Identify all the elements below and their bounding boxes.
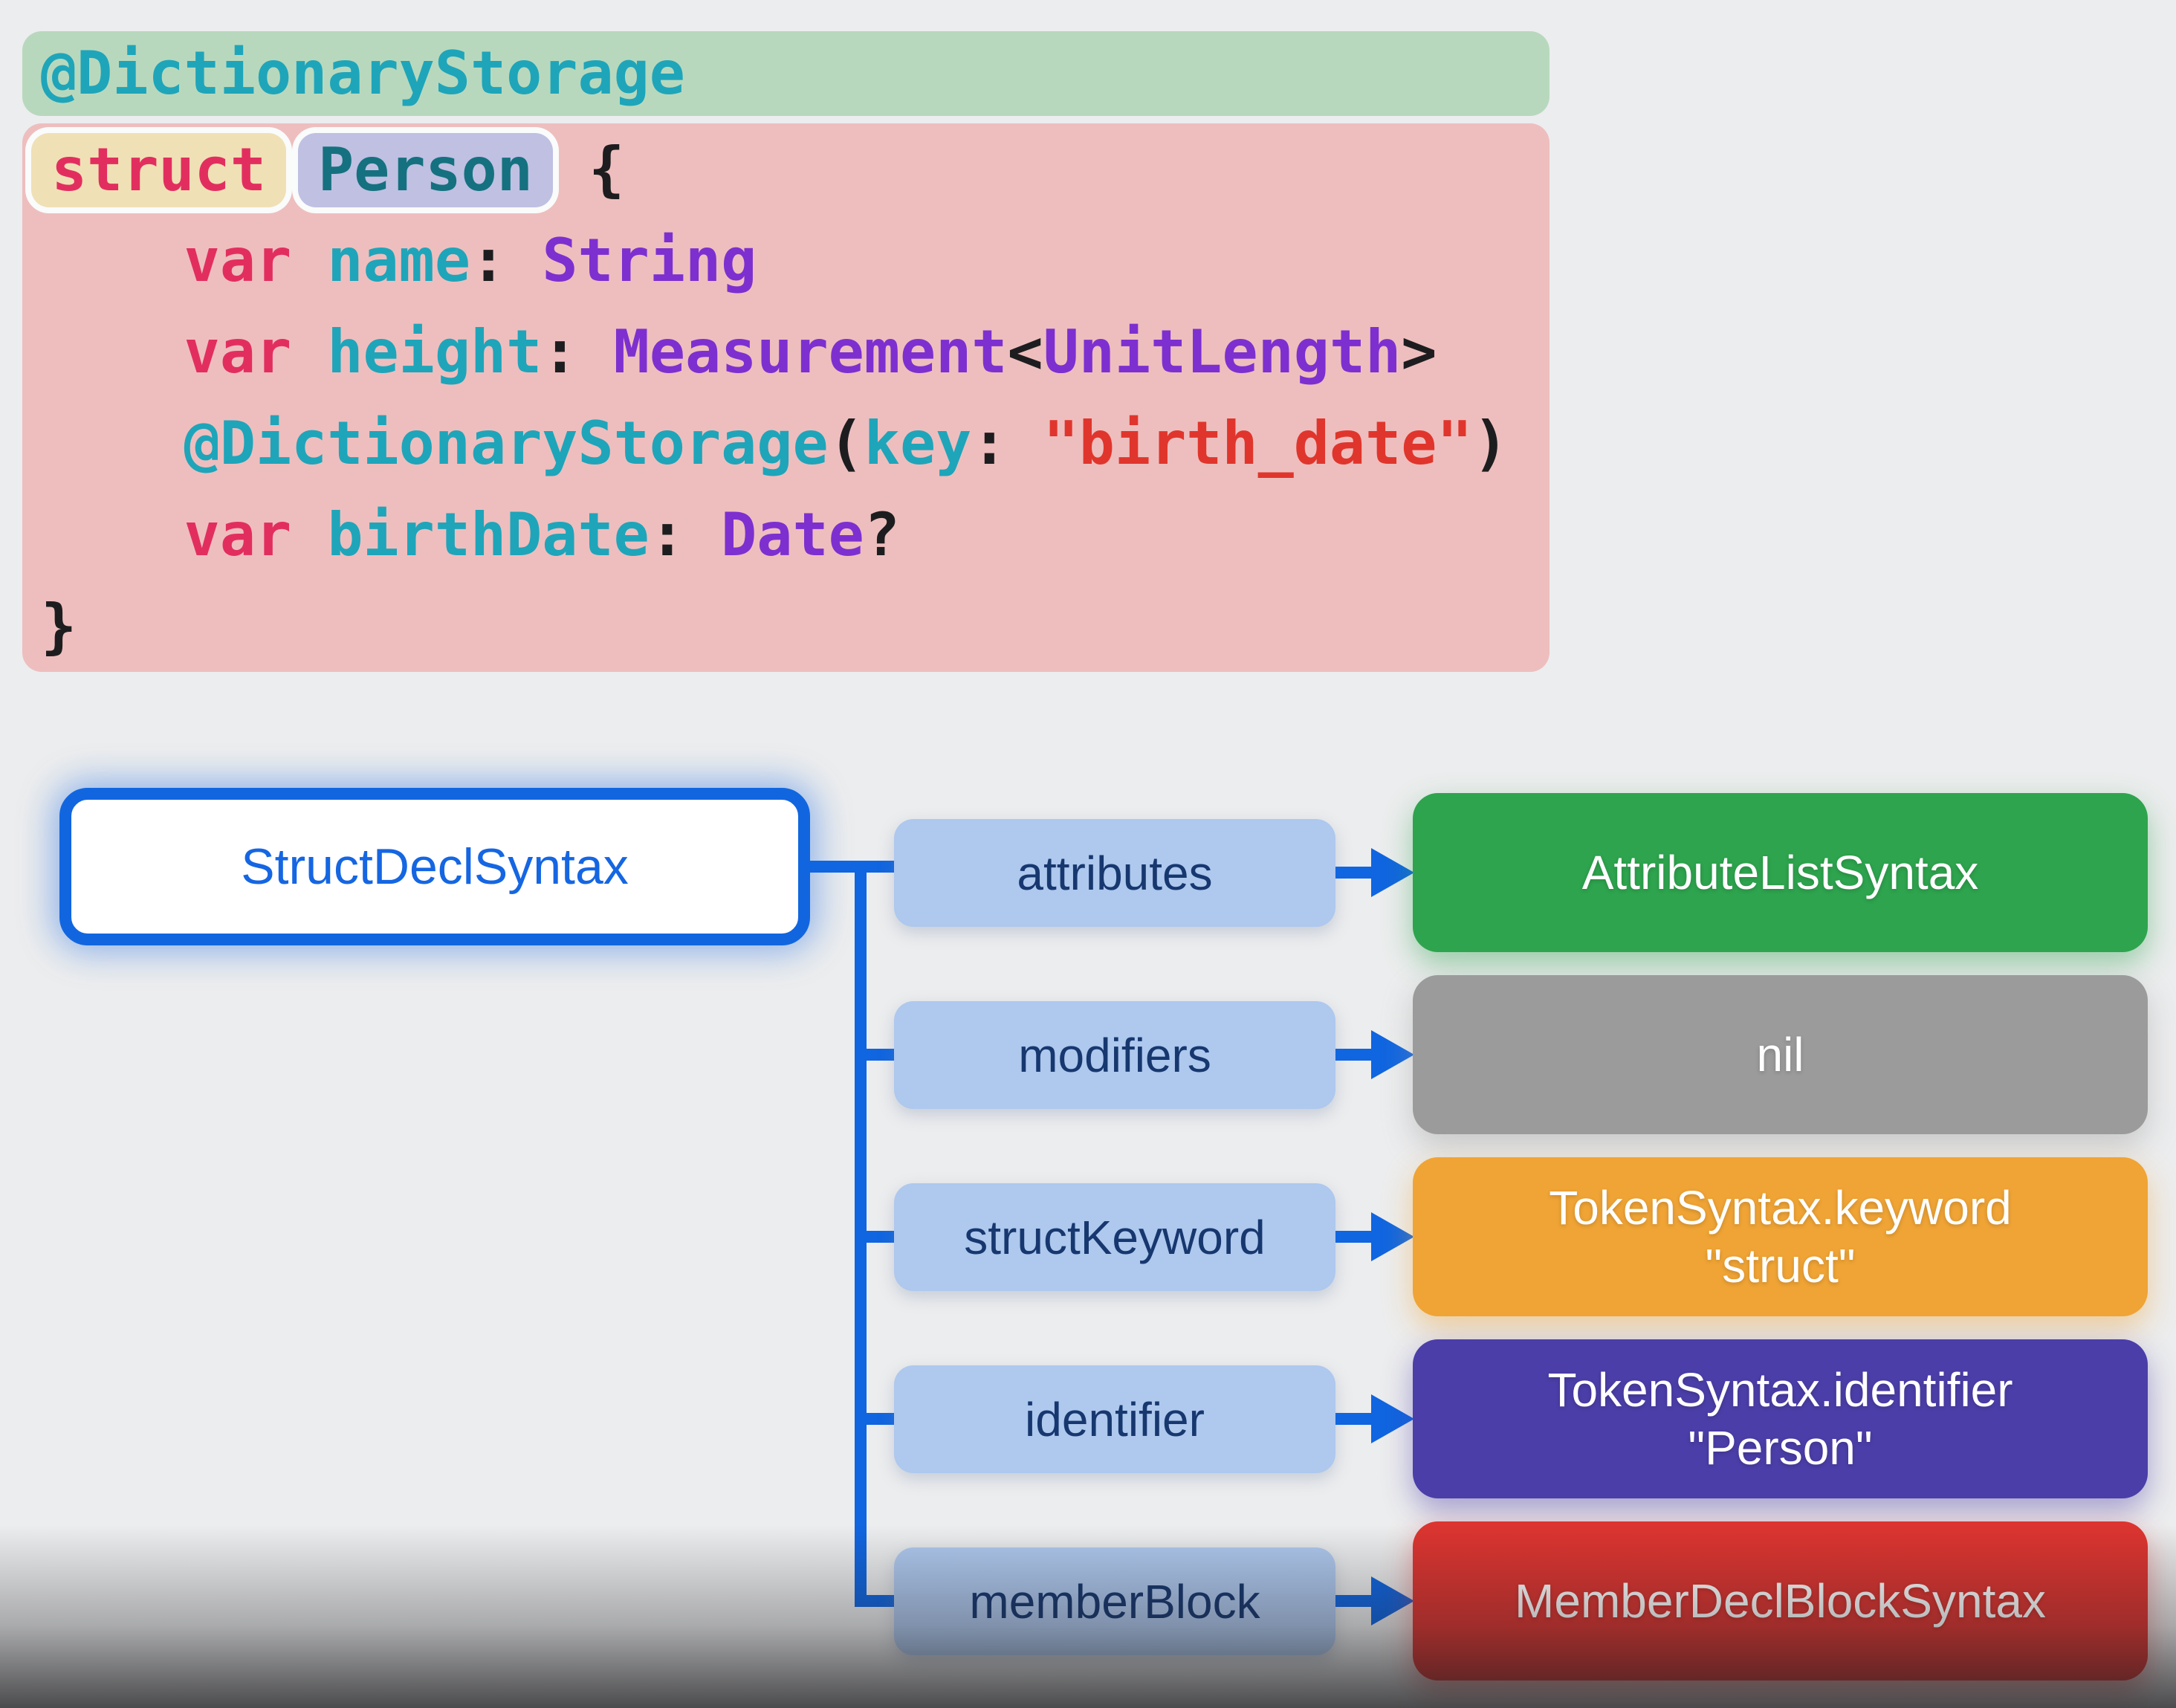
arrow-right-icon <box>1335 1049 1373 1061</box>
code-token: UnitLength <box>1043 317 1402 386</box>
arrow-right-icon <box>1371 1576 1414 1625</box>
value-node-text: TokenSyntax.identifier <box>1547 1363 2013 1417</box>
value-node-text: nil <box>1756 1028 1804 1081</box>
code-token: : <box>542 317 578 386</box>
code-line: var birthDate: Date? <box>22 489 1550 580</box>
arrow-right-icon <box>1335 1231 1373 1243</box>
code-token: var <box>41 226 292 295</box>
code-token: height <box>291 317 543 386</box>
value-node-text: TokenSyntax.keyword <box>1549 1181 2012 1235</box>
arrow-right-icon <box>1335 867 1373 879</box>
field-label-attributes: attributes <box>894 819 1335 927</box>
code-token: : <box>649 500 685 569</box>
code-token: Date <box>684 500 864 569</box>
code-token: birthDate <box>291 500 650 569</box>
arrow-right-icon <box>1371 1394 1414 1443</box>
code-token: @DictionaryStorage <box>41 39 685 108</box>
field-label-text: modifiers <box>1018 1028 1211 1082</box>
field-label-text: memberBlock <box>969 1574 1260 1628</box>
value-node-identifier: TokenSyntax.identifier"Person" <box>1413 1339 2148 1498</box>
code-token: } <box>41 592 77 661</box>
arrow-right-icon <box>1371 1212 1414 1261</box>
arrow-right-icon <box>1335 1413 1373 1425</box>
code-line: var name: String <box>22 215 1550 306</box>
value-node-memberBlock: MemberDeclBlockSyntax <box>1413 1521 2148 1680</box>
value-node-text: "Person" <box>1688 1421 1873 1475</box>
code-token: Measurement <box>577 317 1008 386</box>
struct-keyword-chip: struct <box>31 133 286 208</box>
field-label-structKeyword: structKeyword <box>894 1183 1335 1291</box>
root-node-structdeclsyntax: StructDeclSyntax <box>59 788 810 945</box>
tree-branch-stub-line <box>855 1413 895 1425</box>
code-token: key <box>864 409 972 478</box>
arrow-right-icon <box>1371 1030 1414 1079</box>
code-token: : <box>470 226 507 295</box>
value-node-modifiers: nil <box>1413 975 2148 1134</box>
field-label-identifier: identifier <box>894 1365 1335 1473</box>
code-line: var height: Measurement<UnitLength> <box>22 306 1550 398</box>
field-label-text: attributes <box>1017 846 1213 900</box>
arrow-right-icon <box>1335 1595 1373 1607</box>
field-label-memberBlock: memberBlock <box>894 1547 1335 1655</box>
value-node-structKeyword: TokenSyntax.keyword"struct" <box>1413 1157 2148 1316</box>
tree-branch-stub-line <box>855 1049 895 1061</box>
arrow-right-icon <box>1371 848 1414 897</box>
value-node-attributes: AttributeListSyntax <box>1413 793 2148 952</box>
code-token: < <box>1007 317 1043 386</box>
tree-main-connector-line <box>810 861 895 873</box>
tree-branch-stub-line <box>855 1231 895 1243</box>
code-token: ? <box>864 500 900 569</box>
field-label-text: structKeyword <box>964 1210 1266 1264</box>
code-line: } <box>22 580 1550 672</box>
code-token: name <box>291 226 470 295</box>
code-token: { <box>552 135 625 204</box>
value-node-text: MemberDeclBlockSyntax <box>1515 1574 2046 1628</box>
attribute-highlight-line: @DictionaryStorage <box>22 31 1550 116</box>
code-token: ) <box>1472 409 1509 478</box>
code-token: ( <box>828 409 864 478</box>
value-node-text: AttributeListSyntax <box>1581 846 1979 899</box>
code-token: : <box>971 409 1043 478</box>
code-token: > <box>1401 317 1437 386</box>
code-token: @DictionaryStorage <box>41 409 829 478</box>
value-node-text: "struct" <box>1705 1239 1856 1293</box>
field-label-text: identifier <box>1025 1392 1205 1446</box>
code-line: @DictionaryStorage(key: "birth_date") <box>22 398 1550 489</box>
root-node-label: StructDeclSyntax <box>241 838 629 895</box>
code-token: "birth_date" <box>1043 409 1473 478</box>
person-identifier-chip: Person <box>297 133 553 208</box>
code-token: var <box>41 500 292 569</box>
tree-branch-stub-line <box>855 1595 895 1607</box>
code-token: String <box>506 226 757 295</box>
field-label-modifiers: modifiers <box>894 1001 1335 1109</box>
code-token: var <box>41 317 292 386</box>
